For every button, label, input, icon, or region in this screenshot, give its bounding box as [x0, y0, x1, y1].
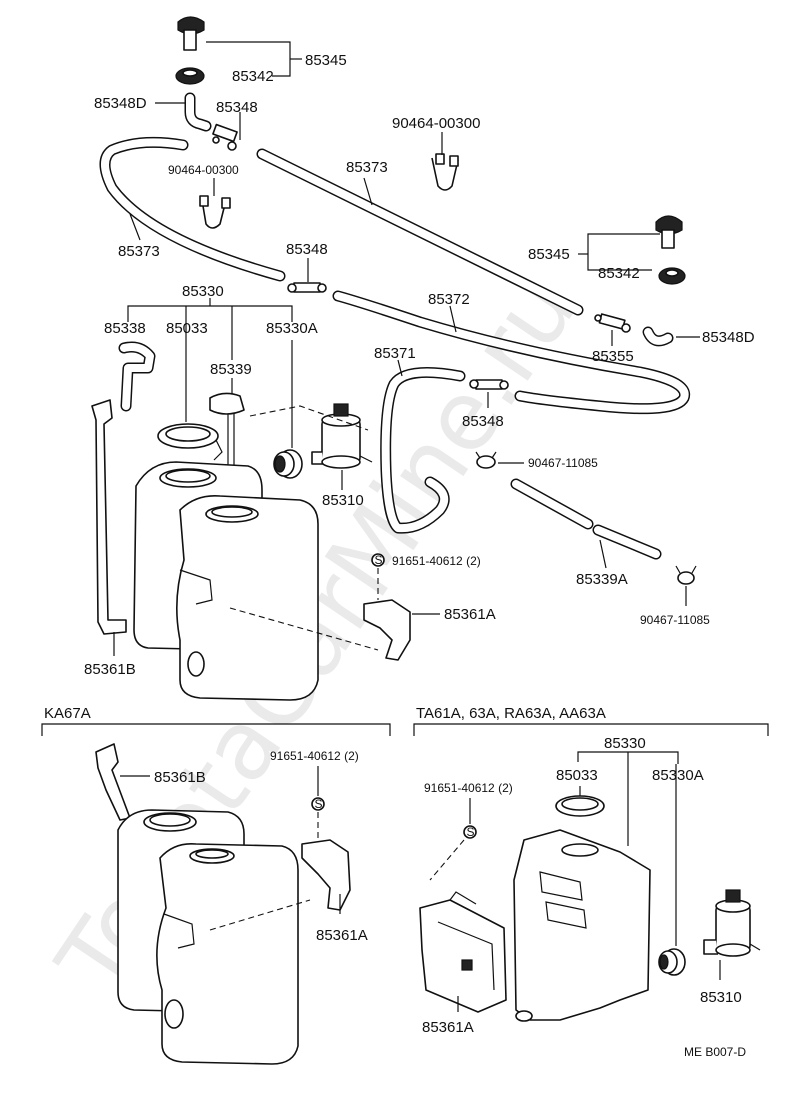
hose-clamp-top: [475, 451, 497, 469]
label-85361b-top: 85361B: [84, 661, 136, 678]
screw-symbol-ta61a: S: [463, 825, 477, 839]
washer-tank-ka67a: [117, 809, 299, 1065]
label-85339a: 85339A: [576, 571, 628, 588]
label-85373-diagonal: 85373: [346, 159, 388, 176]
label-85348-top: 85348: [216, 99, 258, 116]
label-85361a-ka67a: 85361A: [316, 927, 368, 944]
label-85330-ta61a: 85330: [604, 735, 646, 752]
label-85330a-top: 85330A: [266, 320, 318, 337]
label-85348-right: 85348: [462, 413, 504, 430]
label-90467-bottom: 90467-11085: [640, 613, 710, 627]
grommet-85330a: [273, 449, 303, 479]
bracket-85361b-top: [91, 399, 127, 635]
hose-clip-left: [199, 195, 231, 229]
label-85345-top: 85345: [305, 52, 347, 69]
bracket-85361a-top: [363, 599, 411, 661]
label-85373-left: 85373: [118, 243, 160, 260]
label-85372: 85372: [428, 291, 470, 308]
label-85361a-top: 85361A: [444, 606, 496, 623]
washer-motor-85310-ta61a: [703, 889, 761, 957]
svg-text:S: S: [375, 553, 383, 567]
washer-tank-ta61a: [513, 829, 651, 1022]
svg-text:S: S: [467, 825, 475, 839]
label-91651-ka67a: 91651-40612 (2): [270, 749, 359, 763]
washer-nozzle-right: [655, 215, 686, 285]
section-title-ta61a: TA61A, 63A, RA63A, AA63A: [416, 705, 606, 722]
tank-cap-85033-top: [157, 423, 223, 461]
label-90467-top: 90467-11085: [528, 456, 598, 470]
section-title-ka67a: KA67A: [44, 705, 91, 722]
label-85339: 85339: [210, 361, 252, 378]
label-85361a-ta61a: 85361A: [422, 1019, 474, 1036]
tank-cap-85033-ta61a: [555, 795, 605, 817]
label-85361b-ka67a: 85361B: [154, 769, 206, 786]
label-85033-ta61a: 85033: [556, 767, 598, 784]
hose-joint-middle: [287, 282, 327, 293]
svg-text:S: S: [315, 797, 323, 811]
label-90464-right: 90464-00300: [392, 115, 480, 132]
label-85310-ta61a: 85310: [700, 989, 742, 1006]
washer-reservoir-tank: [133, 461, 319, 701]
label-85355: 85355: [592, 348, 634, 365]
label-91651-ta61a: 91651-40612 (2): [424, 781, 513, 795]
bracket-85361a-ta61a: [419, 891, 507, 1013]
label-85342-right: 85342: [598, 265, 640, 282]
leader-85345-top: [206, 41, 302, 77]
label-85348-middle: 85348: [286, 241, 328, 258]
hose-joint-85355: [594, 313, 631, 333]
screw-symbol-ka67a: S: [311, 797, 325, 811]
label-91651-top: 91651-40612 (2): [392, 554, 481, 568]
label-85348d-top: 85348D: [94, 95, 147, 112]
label-85033-top: 85033: [166, 320, 208, 337]
washer-nozzle-top: [175, 16, 205, 85]
label-85342-top: 85342: [232, 68, 274, 85]
hose-clamp-bottom: [675, 565, 697, 585]
diagram-code: ME B007-D: [684, 1045, 746, 1059]
label-85348d-right: 85348D: [702, 329, 755, 346]
hose-joint-right: [469, 379, 509, 390]
label-85310-top: 85310: [322, 492, 364, 509]
label-85371: 85371: [374, 345, 416, 362]
screw-symbol-top: S: [371, 553, 385, 567]
label-85338: 85338: [104, 320, 146, 337]
bracket-85361b-ka67a: [95, 743, 131, 821]
label-85345-right: 85345: [528, 246, 570, 263]
label-85330a-ta61a: 85330A: [652, 767, 704, 784]
label-90464-left: 90464-00300: [168, 163, 239, 177]
hose-joint-top: [212, 123, 238, 151]
label-85330-top: 85330: [182, 283, 224, 300]
bracket-85361a-ka67a: [301, 839, 351, 911]
hose-clip-right: [431, 153, 459, 191]
grommet-85330a-ta61a: [658, 948, 686, 976]
